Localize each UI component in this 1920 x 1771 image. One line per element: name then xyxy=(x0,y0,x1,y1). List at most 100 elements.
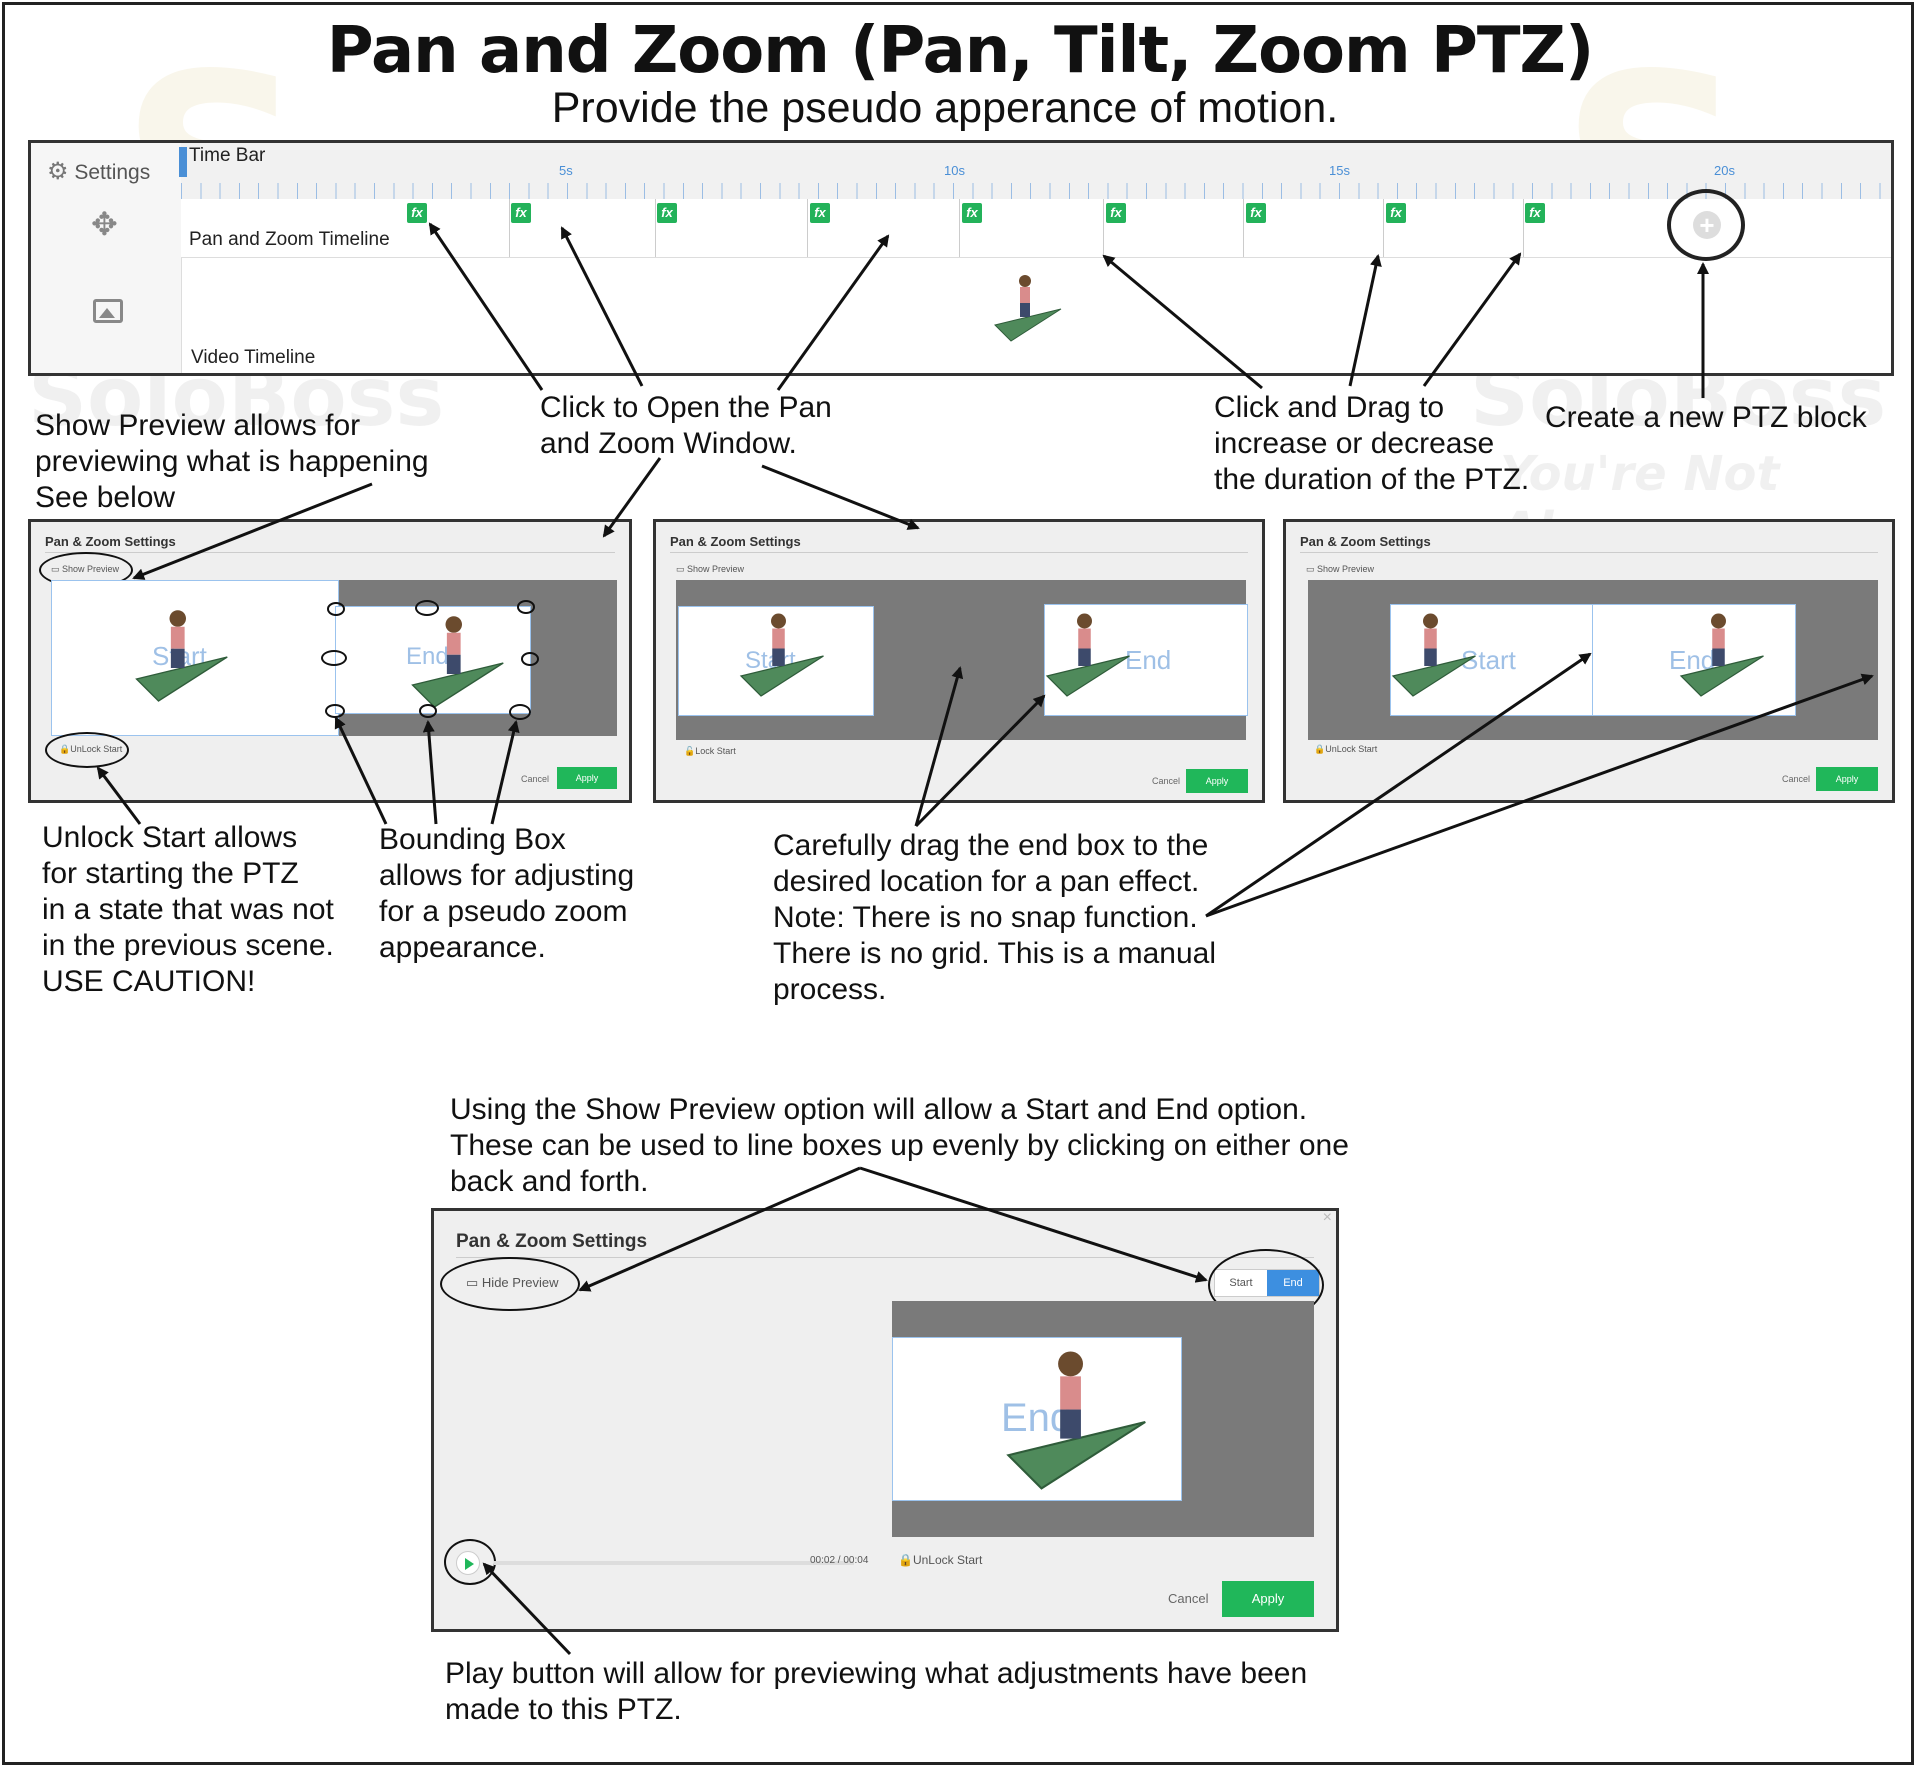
arrow xyxy=(859,1166,1208,1283)
show-preview-label: Show Preview xyxy=(1317,564,1375,574)
arrow xyxy=(428,222,544,391)
bounding-box-handle[interactable] xyxy=(415,600,439,616)
arrow xyxy=(1205,673,1874,918)
unlock-start-label: UnLock Start xyxy=(1325,744,1378,754)
ptz-track[interactable]: Pan and Zoom Timeline fx fx fx fx fx fx … xyxy=(181,189,1891,261)
ptz-block-divider[interactable] xyxy=(1243,199,1244,257)
arrow xyxy=(1102,254,1263,390)
monitor-icon: ▭ xyxy=(676,564,685,574)
playback-time: 00:02 / 00:04 xyxy=(810,1555,869,1566)
arrow xyxy=(132,482,373,580)
playback-scrubber[interactable] xyxy=(494,1561,854,1565)
playhead-start-label: s xyxy=(181,145,187,159)
ptz-block-fx-button[interactable]: fx xyxy=(657,203,677,223)
video-clip-thumbnail[interactable] xyxy=(991,269,1071,349)
ptz-block-divider[interactable] xyxy=(807,199,808,257)
lock-icon: 🔒 xyxy=(898,1553,913,1567)
arrow xyxy=(1422,252,1522,387)
timeline-sidebar: ⚙ Settings ✥ xyxy=(31,143,182,373)
ptz-block-divider[interactable] xyxy=(1383,199,1384,257)
bounding-box-handle[interactable] xyxy=(521,652,539,666)
callout-click-drag: Click and Drag to increase or decrease t… xyxy=(1214,391,1530,496)
bounding-box-handle[interactable] xyxy=(321,650,347,666)
ptz-block-divider[interactable] xyxy=(655,199,656,257)
bounding-box-handle[interactable] xyxy=(419,704,437,718)
arrow xyxy=(761,464,920,530)
callout-bounding-box: Bounding Box allows for adjusting for a … xyxy=(379,823,635,964)
arrow xyxy=(422,720,438,825)
ptz-block-fx-button[interactable]: fx xyxy=(810,203,830,223)
ptz-block-fx-button[interactable]: fx xyxy=(511,203,531,223)
arrow xyxy=(334,716,388,825)
character-preview xyxy=(1006,1351,1146,1490)
apply-button[interactable]: Apply xyxy=(1816,767,1878,791)
callout-play-button: Play button will allow for previewing wh… xyxy=(445,1657,1308,1726)
ptz-block-divider[interactable] xyxy=(1103,199,1104,257)
add-ptz-block-button[interactable]: + xyxy=(1693,211,1721,239)
character-start xyxy=(1391,613,1476,697)
unlock-start-toggle[interactable]: 🔒UnLock Start xyxy=(1314,744,1377,755)
lock-icon: 🔒 xyxy=(1314,744,1326,754)
settings-button[interactable]: ⚙ Settings xyxy=(47,157,150,186)
callout-show-preview-option: Using the Show Preview option will allow… xyxy=(450,1093,1349,1198)
apply-button[interactable]: Apply xyxy=(1222,1581,1314,1617)
tick-label-10s: 10s xyxy=(944,163,965,178)
arrow xyxy=(914,666,964,827)
arrow xyxy=(96,766,142,825)
bounding-box-handle[interactable] xyxy=(517,600,535,614)
cancel-button[interactable]: Cancel xyxy=(521,774,550,784)
dialog-title: Pan & Zoom Settings xyxy=(670,534,801,549)
ptz-track-label: Pan and Zoom Timeline xyxy=(189,229,390,250)
tick-label-15s: 15s xyxy=(1329,163,1350,178)
bounding-box-handle[interactable] xyxy=(509,704,531,720)
ptz-block-fx-button[interactable]: fx xyxy=(407,203,427,223)
tick-label-20s: 20s xyxy=(1714,163,1735,178)
ptz-block-fx-button[interactable]: fx xyxy=(1246,203,1266,223)
arrow xyxy=(482,1562,572,1656)
playhead-marker[interactable] xyxy=(179,147,187,177)
unlock-start-label: UnLock Start xyxy=(912,1553,983,1567)
page-subtitle: Provide the pseudo apperance of motion. xyxy=(551,84,1339,132)
unlock-start-toggle[interactable]: 🔒UnLock Start xyxy=(898,1553,982,1567)
show-preview-toggle[interactable]: ▭ Show Preview xyxy=(676,564,744,575)
pan-zoom-dialog-large: × Pan & Zoom Settings ▭ Hide Preview Sta… xyxy=(431,1208,1339,1632)
ptz-block-fx-button[interactable]: fx xyxy=(1386,203,1406,223)
arrow xyxy=(914,694,1046,828)
callout-drag-end: Carefully drag the end box to the desire… xyxy=(773,829,1216,1006)
apply-button[interactable]: Apply xyxy=(557,767,617,789)
time-bar-label: Time Bar xyxy=(189,145,266,166)
callout-show-preview: Show Preview allows for previewing what … xyxy=(35,409,429,514)
ptz-block-divider[interactable] xyxy=(509,199,510,257)
ptz-block-fx-button[interactable]: fx xyxy=(962,203,982,223)
end-ghost-label: End xyxy=(406,643,449,670)
ptz-block-divider[interactable] xyxy=(959,199,960,257)
show-preview-toggle[interactable]: ▭ Show Preview xyxy=(1306,564,1374,575)
dialog-title: Pan & Zoom Settings xyxy=(456,1231,648,1252)
tick-label-5s: 5s xyxy=(559,163,573,178)
end-frame-box[interactable]: End xyxy=(1592,604,1796,716)
unlock-start-highlight xyxy=(45,732,129,768)
apply-button[interactable]: Apply xyxy=(1186,769,1248,793)
cancel-button[interactable]: Cancel xyxy=(1152,776,1181,786)
callout-unlock-start: Unlock Start allows for starting the PTZ… xyxy=(42,821,334,998)
ptz-block-fx-button[interactable]: fx xyxy=(1525,203,1545,223)
ptz-block-divider[interactable] xyxy=(1523,199,1524,257)
move-icon[interactable]: ✥ xyxy=(91,206,118,242)
cancel-button[interactable]: Cancel xyxy=(1168,1591,1209,1606)
image-icon[interactable] xyxy=(93,299,123,323)
character-end xyxy=(411,616,504,708)
lock-start-label: Lock Start xyxy=(695,746,736,756)
time-bar[interactable]: s Time Bar 5s 10s 15s 20s xyxy=(179,143,1891,200)
gear-icon: ⚙ xyxy=(47,158,69,185)
add-ptz-highlight: + xyxy=(1667,189,1745,261)
settings-label: Settings xyxy=(74,161,151,184)
close-icon[interactable]: × xyxy=(1322,1209,1332,1226)
cancel-button[interactable]: Cancel xyxy=(1782,774,1811,784)
ptz-block-fx-button[interactable]: fx xyxy=(1106,203,1126,223)
lock-start-toggle[interactable]: 🔓Lock Start xyxy=(684,746,736,757)
bounding-box-handle[interactable] xyxy=(327,602,345,616)
dialog-title: Pan & Zoom Settings xyxy=(45,534,176,549)
end-frame-box[interactable]: End xyxy=(1044,604,1248,716)
arrow xyxy=(1348,254,1382,387)
